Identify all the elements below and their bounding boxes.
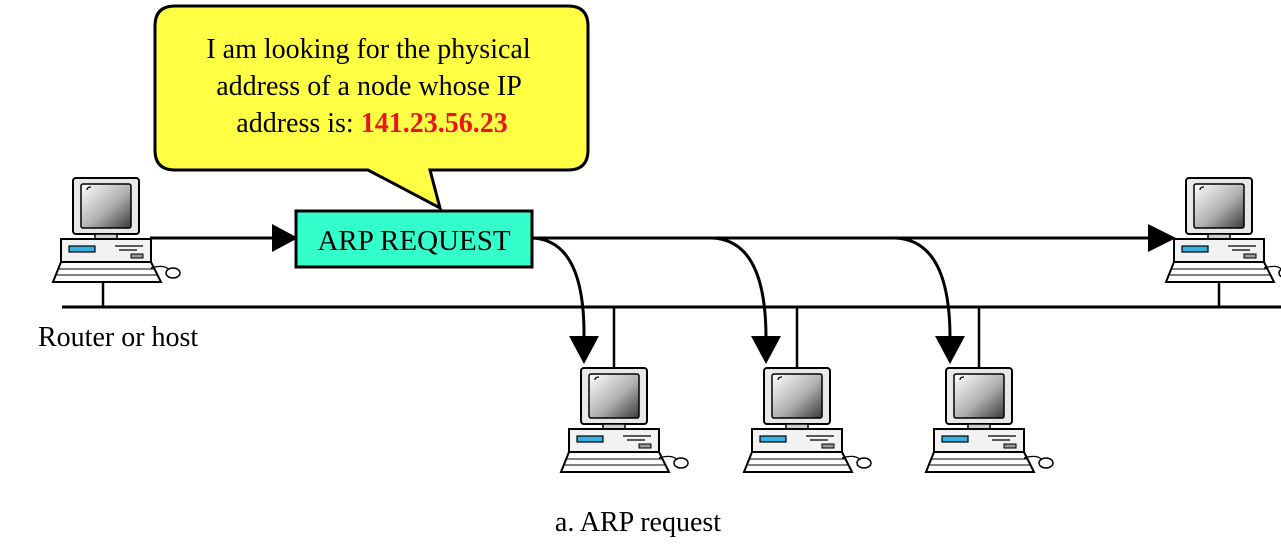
caption: a. ARP request — [555, 507, 721, 538]
branch-arrowhead-2 — [751, 336, 781, 364]
speech-bubble — [153, 4, 590, 211]
packet-label: ARP REQUEST — [317, 225, 510, 257]
arp-request-packet — [294, 209, 534, 269]
bubble-line-1: I am looking for the physical — [206, 34, 530, 65]
receiver-3-computer-icon — [925, 367, 1054, 473]
bubble-line-3-prefix: address is: — [236, 108, 360, 139]
bubble-line-2: address of a node whose IP — [216, 71, 521, 102]
bubble-text: I am looking for the physical address of… — [206, 34, 537, 139]
branch-arrowhead-1 — [569, 336, 599, 364]
sender-computer-icon — [52, 177, 181, 283]
receiver-2-computer-icon — [743, 367, 872, 473]
ip-address: 141.23.56.23 — [361, 108, 508, 139]
target-computer-icon — [1165, 177, 1281, 283]
receiver-1-computer-icon — [560, 367, 689, 473]
bubble-line-3: address is: 141.23.56.23 — [236, 108, 507, 139]
sender-label: Router or host — [38, 322, 198, 353]
branch-arrow-3 — [894, 236, 952, 339]
branch-arrowhead-3 — [935, 336, 965, 364]
arrowhead-to-target — [1148, 224, 1176, 252]
arrowhead-into-packet — [272, 224, 298, 252]
branch-arrow-2 — [711, 236, 768, 339]
branch-arrow-1 — [531, 236, 586, 339]
